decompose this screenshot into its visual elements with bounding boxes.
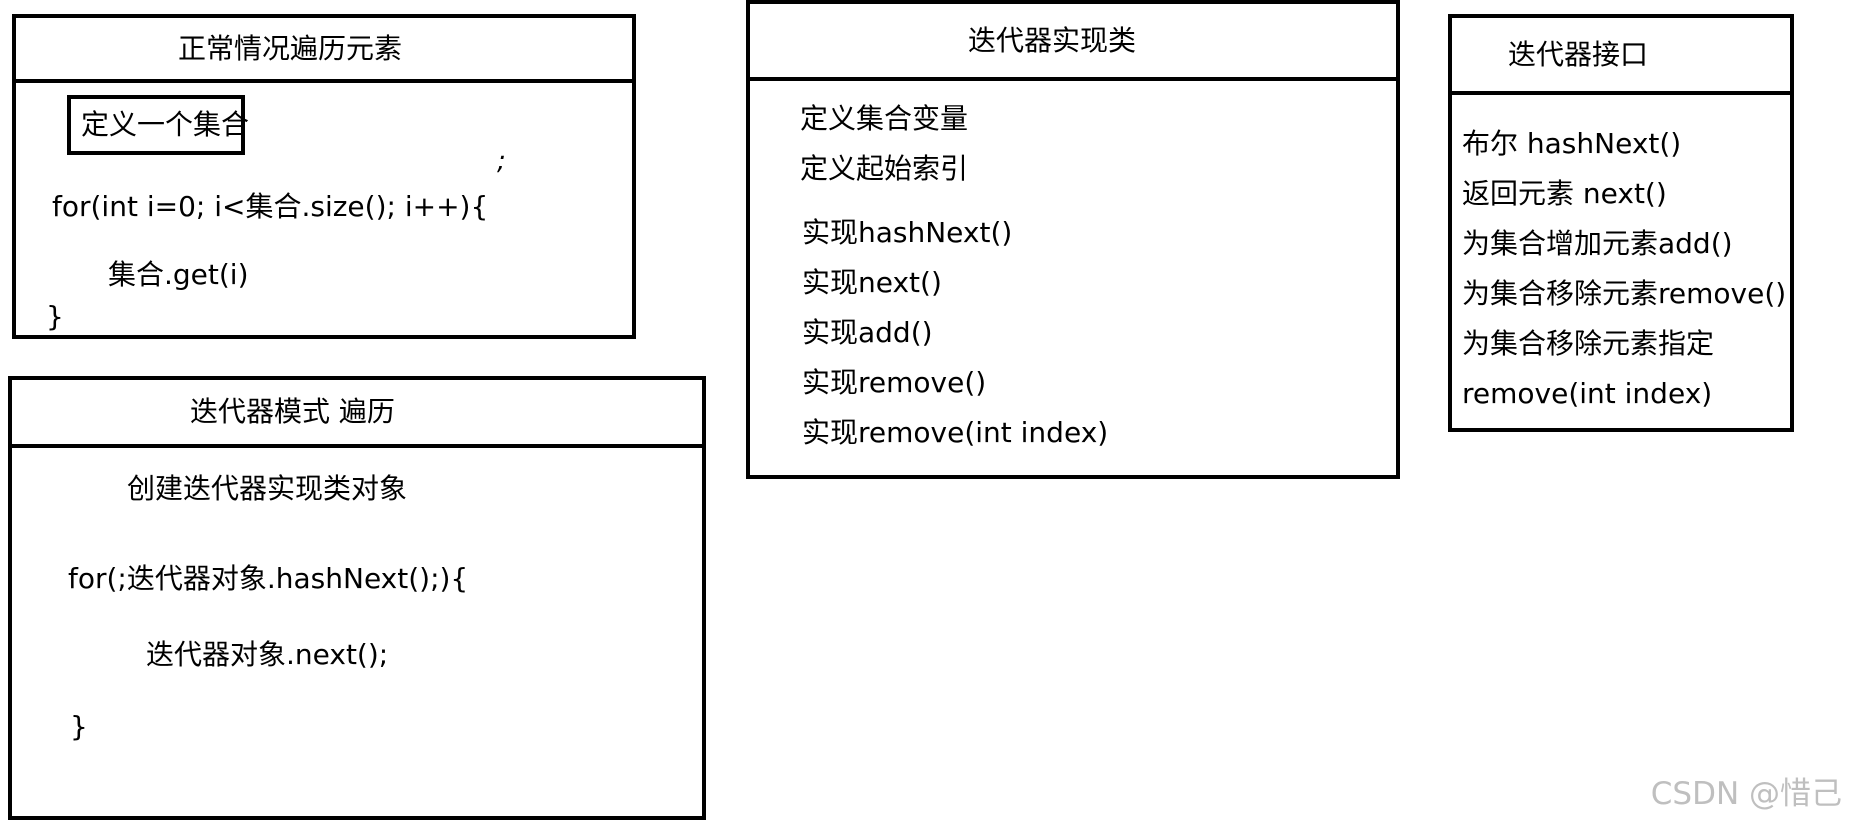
impl-line: 实现next() (802, 266, 942, 299)
iterator-interface-title: 迭代器接口 (1508, 37, 1649, 71)
code-line: } (46, 300, 64, 333)
iterator-interface-box: 迭代器接口 布尔 hashNext() 返回元素 next() 为集合增加元素a… (1448, 14, 1794, 432)
iterator-traversal-title: 迭代器模式 遍历 (190, 395, 395, 428)
code-line: } (70, 710, 88, 743)
impl-line: 定义集合变量 (800, 102, 969, 135)
interface-line: 布尔 hashNext() (1462, 127, 1682, 160)
iterator-impl-class-title: 迭代器实现类 (968, 23, 1137, 57)
normal-traversal-title: 正常情况遍历元素 (178, 31, 403, 65)
impl-line: 实现hashNext() (802, 216, 1013, 249)
impl-line: 定义起始索引 (800, 152, 969, 185)
iterator-impl-class-header: 迭代器实现类 (750, 4, 1396, 81)
impl-line: 实现add() (802, 316, 933, 349)
iterator-traversal-box: 迭代器模式 遍历 创建迭代器实现类对象 for(;迭代器对象.hashNext(… (8, 376, 706, 820)
stray-mark: ; (497, 146, 506, 176)
code-line: 集合.get(i) (108, 258, 249, 291)
code-line: 迭代器对象.next(); (146, 638, 389, 671)
normal-traversal-box: 正常情况遍历元素 定义一个集合 for(int i=0; i<集合.size()… (12, 14, 636, 339)
csdn-watermark: CSDN @惜己 (1650, 776, 1842, 812)
impl-line: 实现remove(int index) (802, 416, 1109, 449)
define-set-label: 定义一个集合 (81, 108, 250, 141)
normal-traversal-header: 正常情况遍历元素 (16, 18, 632, 83)
interface-line: 为集合移除元素remove() (1462, 277, 1787, 310)
impl-line: 实现remove() (802, 366, 987, 399)
interface-line: 为集合增加元素add() (1462, 227, 1733, 260)
interface-line: remove(int index) (1462, 377, 1713, 410)
code-line: for(;迭代器对象.hashNext();){ (68, 562, 469, 595)
interface-line: 为集合移除元素指定 (1462, 327, 1715, 360)
code-line: 创建迭代器实现类对象 (127, 472, 408, 505)
interface-line: 返回元素 next() (1462, 177, 1667, 210)
code-line: for(int i=0; i<集合.size(); i++){ (52, 190, 489, 223)
iterator-traversal-header: 迭代器模式 遍历 (12, 380, 702, 448)
define-set-box: 定义一个集合 (67, 95, 249, 155)
iterator-impl-class-box: 迭代器实现类 定义集合变量 定义起始索引 实现hashNext() 实现next… (746, 0, 1400, 479)
iterator-interface-header: 迭代器接口 (1452, 18, 1790, 95)
